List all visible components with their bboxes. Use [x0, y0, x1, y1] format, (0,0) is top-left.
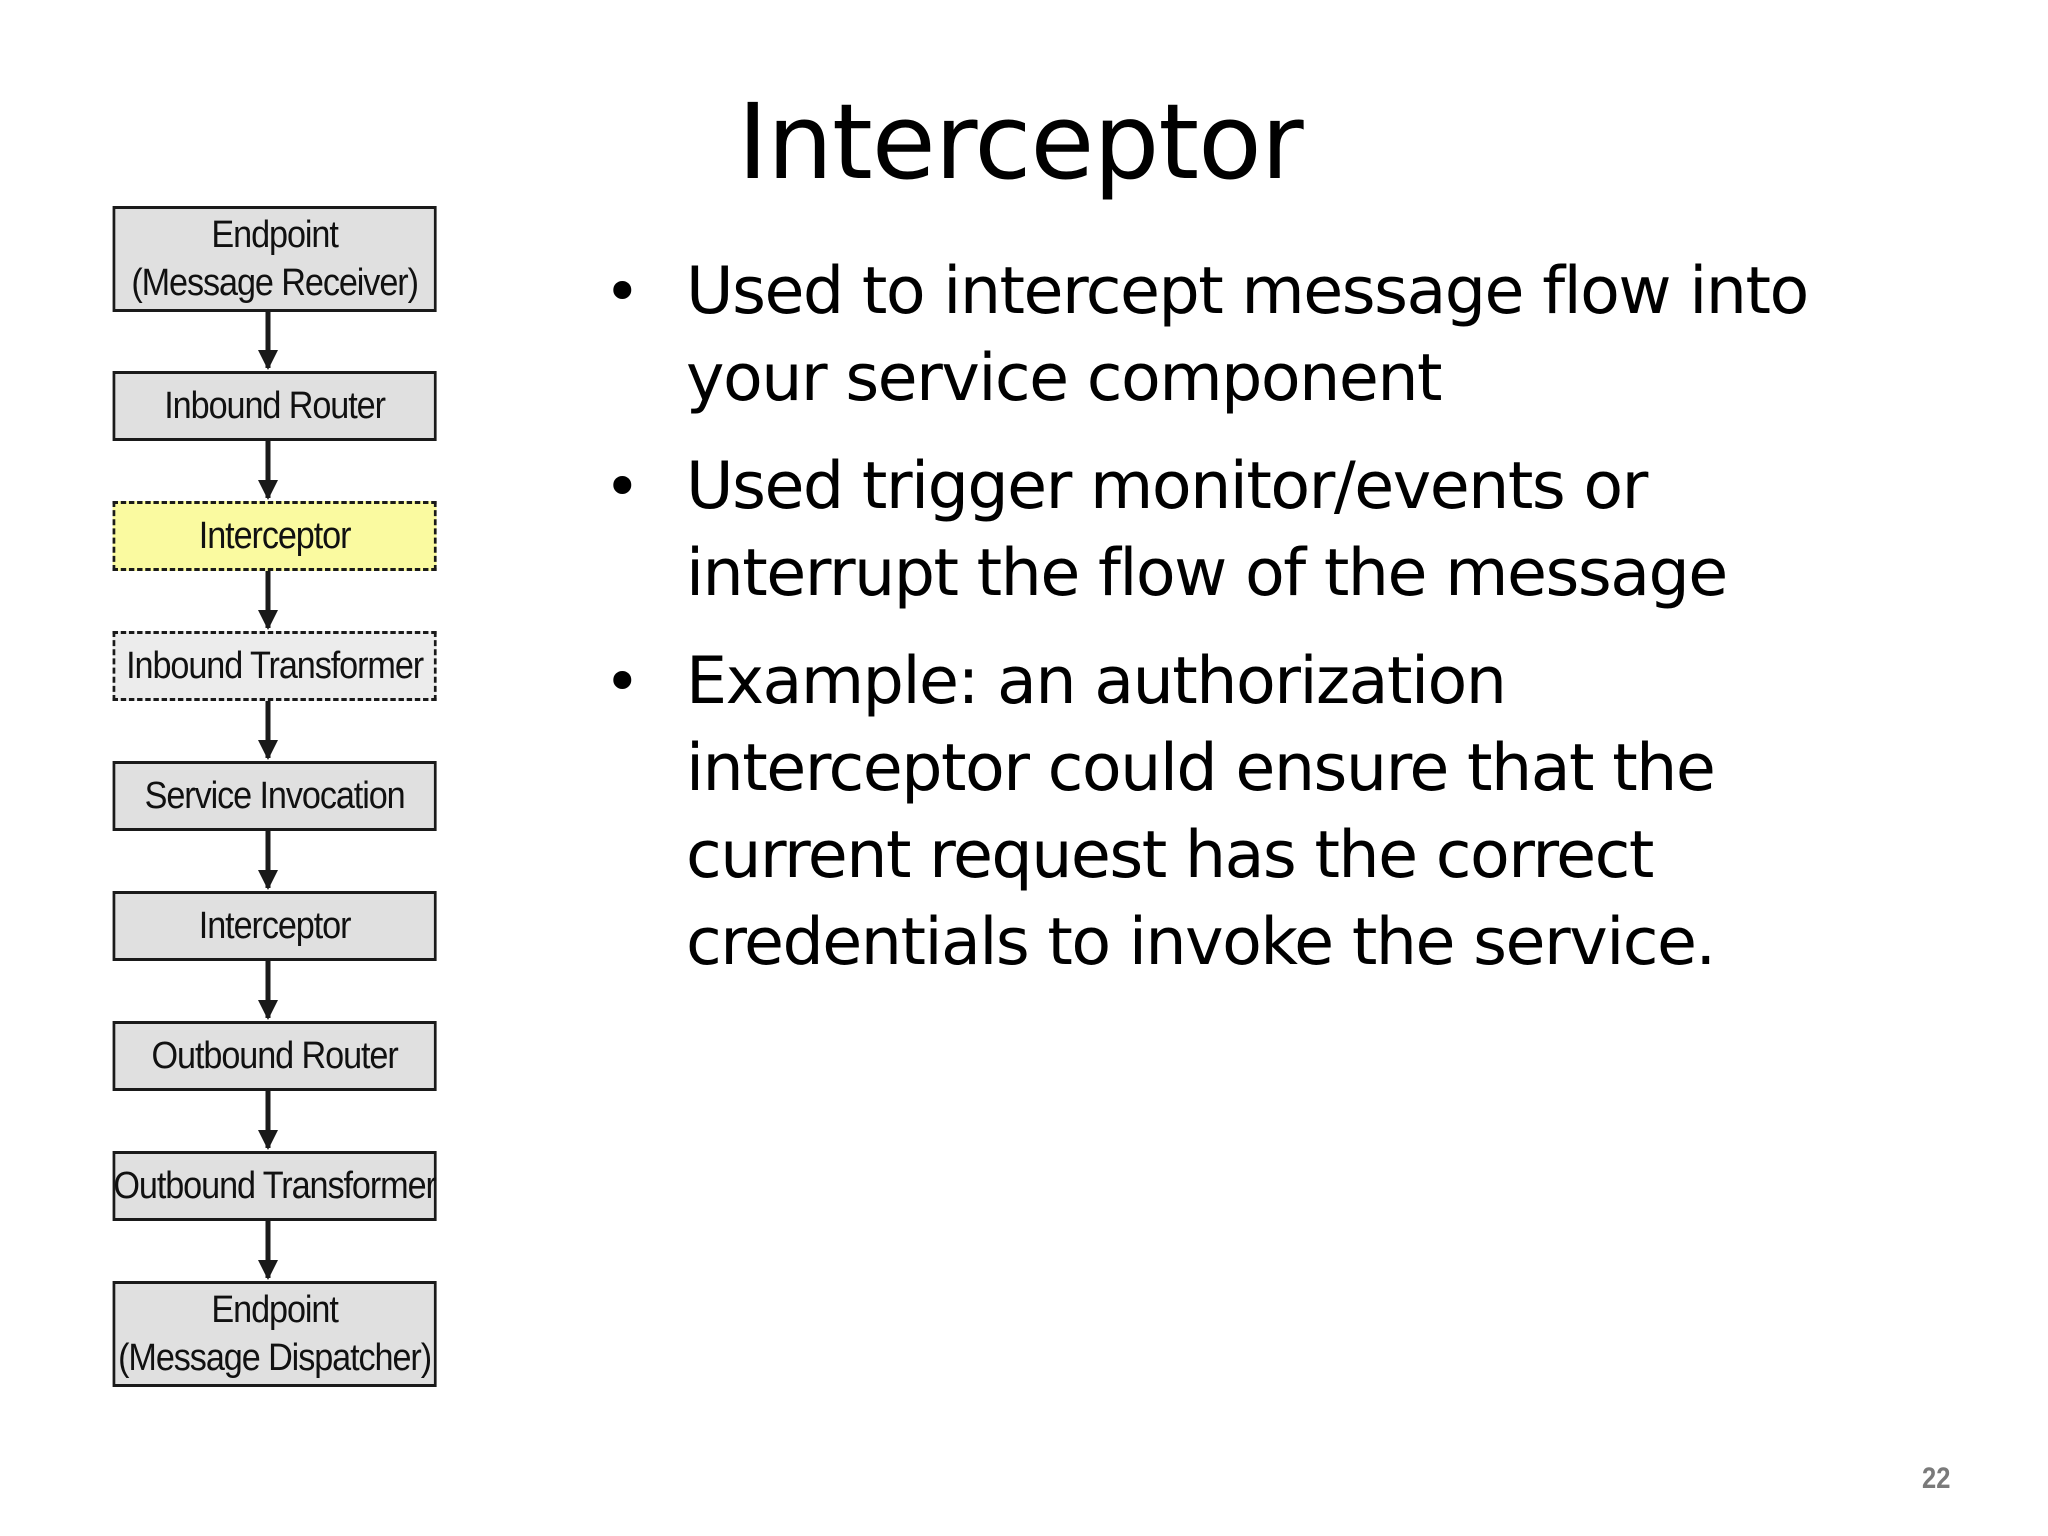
bullet-item: • Used trigger monitor/events or interru…: [604, 443, 1864, 617]
flow-step-label: Endpoint: [211, 1289, 338, 1331]
flow-step-label: Interceptor: [198, 515, 352, 557]
flow-step-label: Interceptor: [198, 905, 352, 947]
flow-step-inbound-router: Inbound Router: [112, 371, 437, 441]
flow-step-outbound-router: Outbound Router: [112, 1021, 437, 1091]
flow-step-label: Service Invocation: [144, 775, 406, 817]
bullet-list: • Used to intercept message flow into yo…: [604, 248, 1864, 1007]
flow-step-label: Inbound Router: [164, 385, 386, 427]
bullet-dot-icon: •: [604, 645, 641, 718]
bullet-dot-icon: •: [604, 255, 641, 328]
flow-step-interceptor-highlighted: Interceptor: [112, 501, 437, 571]
slide-title: Interceptor: [737, 81, 1303, 203]
bullet-dot-icon: •: [604, 450, 641, 523]
flow-step-outbound-transformer: Outbound Transformer: [112, 1151, 437, 1221]
flow-step-label: Endpoint: [211, 214, 338, 256]
bullet-text: Used trigger monitor/events or interrupt…: [686, 449, 1728, 611]
flow-step-label: Outbound Router: [151, 1035, 398, 1077]
bullet-item: • Used to intercept message flow into yo…: [604, 248, 1864, 422]
flow-step-label: Outbound Transformer: [113, 1165, 437, 1207]
flow-step-endpoint-dispatcher: Endpoint (Message Dispatcher): [112, 1281, 437, 1387]
flow-step-interceptor: Interceptor: [112, 891, 437, 961]
bullet-item: • Example: an authorization interceptor …: [604, 638, 1864, 986]
bullet-text: Example: an authorization interceptor co…: [686, 644, 1716, 980]
flow-step-inbound-transformer: Inbound Transformer: [112, 631, 437, 701]
flow-step-sublabel: (Message Receiver): [131, 262, 419, 304]
page-number: 22: [1921, 1462, 1950, 1495]
flow-step-label: Inbound Transformer: [126, 645, 424, 687]
bullet-text: Used to intercept message flow into your…: [686, 254, 1809, 416]
flow-step-endpoint-receiver: Endpoint (Message Receiver): [112, 206, 437, 312]
flow-step-sublabel: (Message Dispatcher): [118, 1337, 432, 1379]
flow-step-service-invocation: Service Invocation: [112, 761, 437, 831]
